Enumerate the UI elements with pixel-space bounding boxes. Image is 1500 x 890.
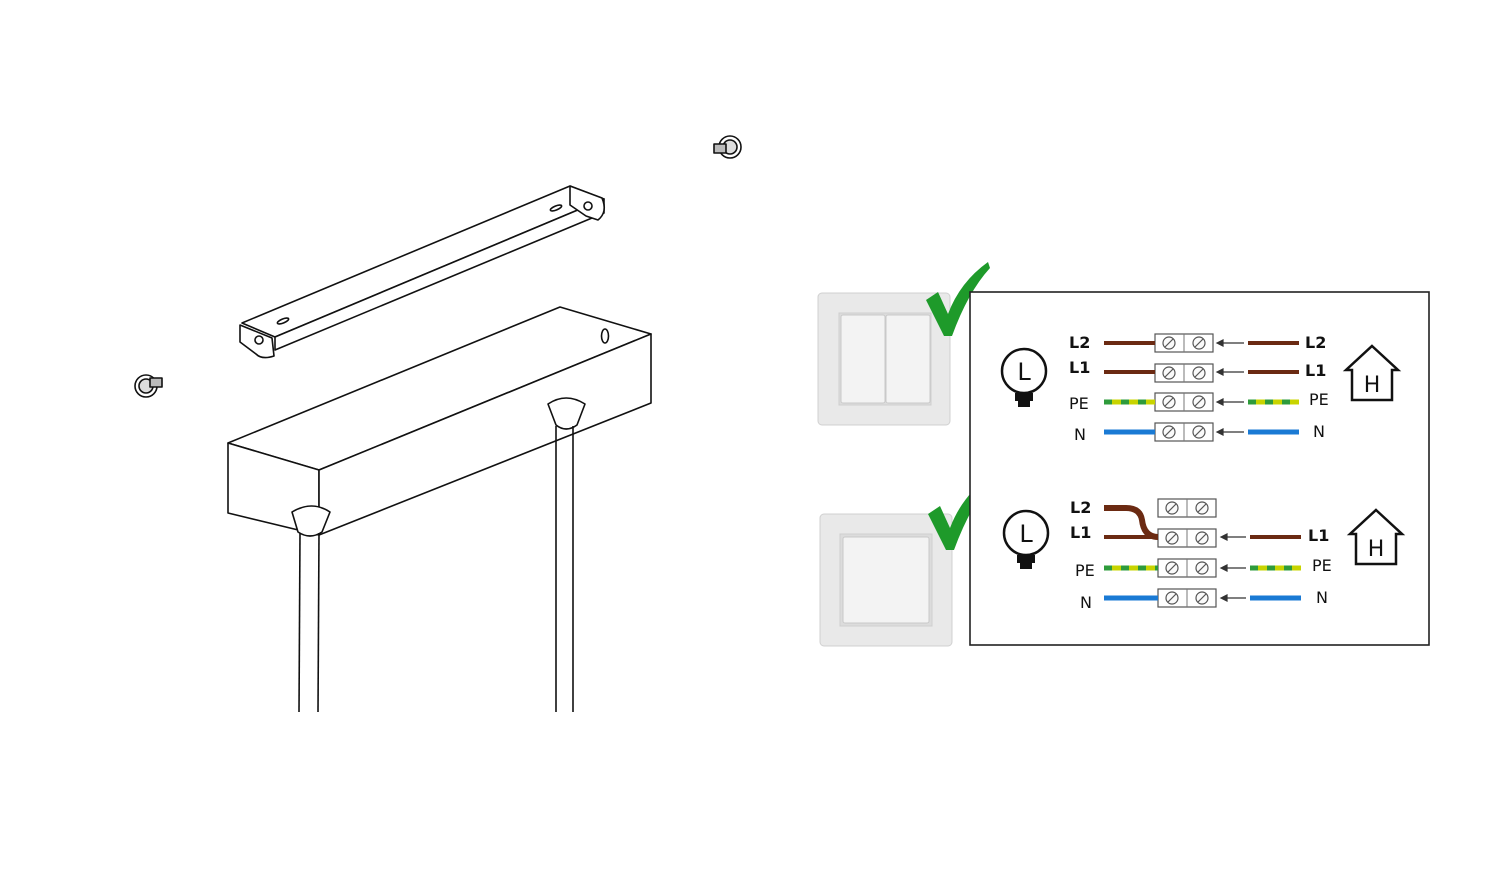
- label-left: PE: [1075, 561, 1095, 580]
- double-switch-tile: [817, 292, 951, 426]
- suspension-rods-icon: [291, 397, 586, 713]
- wiring-single-switch: L H L2 L1 PE N L1 PE N: [1002, 498, 1404, 612]
- label-right: N: [1313, 422, 1325, 441]
- label-right: PE: [1309, 390, 1329, 409]
- label-left: L2: [1070, 498, 1091, 517]
- screw-right-icon: [713, 135, 742, 159]
- label-right: PE: [1312, 556, 1332, 575]
- label-right: L1: [1305, 361, 1326, 380]
- label-right: L1: [1308, 526, 1329, 545]
- label-left: PE: [1069, 394, 1089, 413]
- lamp-icon-letter: L: [1017, 358, 1031, 386]
- label-left: N: [1074, 425, 1086, 444]
- house-icon-letter: H: [1364, 373, 1381, 398]
- installation-drawing: [134, 135, 742, 713]
- mounting-bracket-icon: [239, 185, 606, 359]
- label-right: N: [1316, 588, 1328, 607]
- house-icon-letter: H: [1368, 537, 1385, 562]
- lamp-icon-letter: L: [1019, 520, 1033, 548]
- label-left: L1: [1069, 358, 1090, 377]
- screw-left-icon: [134, 374, 163, 398]
- label-right: L2: [1305, 333, 1326, 352]
- label-left: L2: [1069, 333, 1090, 352]
- label-left: N: [1080, 593, 1092, 612]
- label-left: L1: [1070, 523, 1091, 542]
- single-switch-tile: [819, 513, 953, 647]
- wiring-double-switch: L H L2 L1 PE N L2 L1 PE: [1000, 333, 1400, 444]
